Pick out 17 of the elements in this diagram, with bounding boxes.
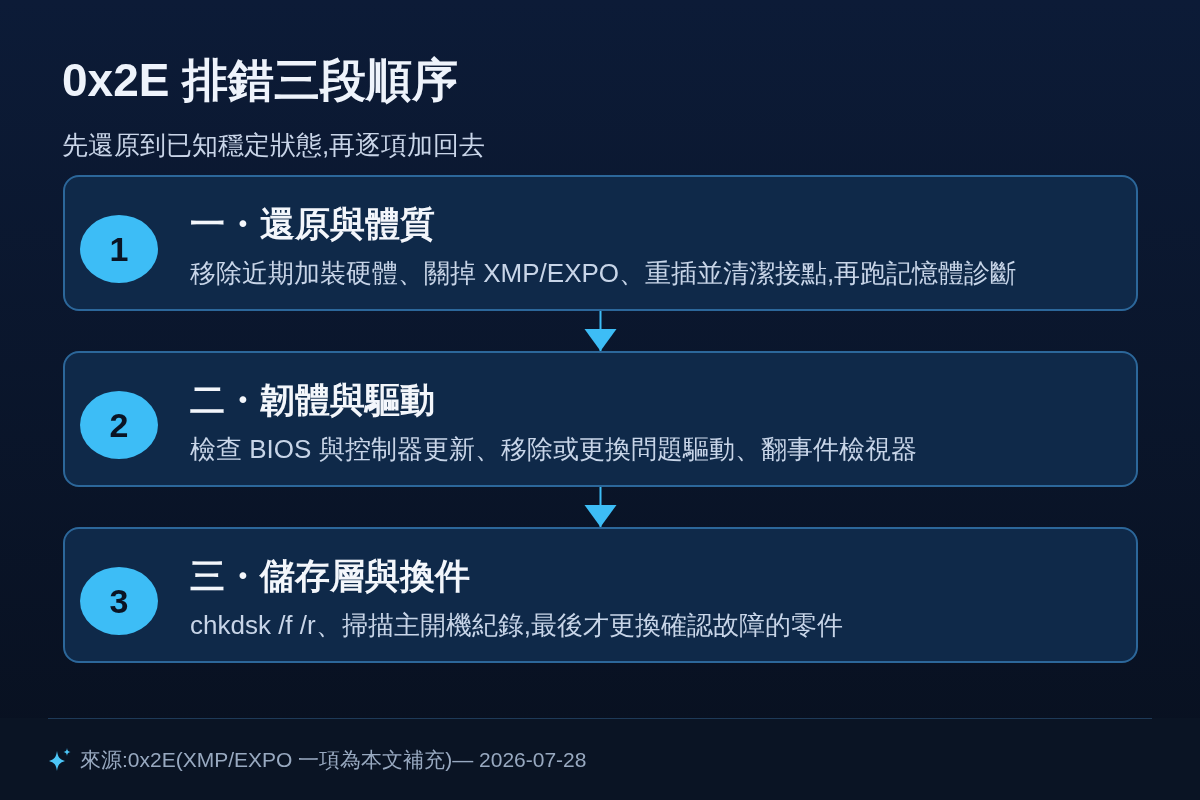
arrow bbox=[584, 310, 617, 352]
step-description: chkdsk /f /r、掃描主開機紀錄,最後才更換確認故障的零件 bbox=[190, 609, 843, 642]
step-card bbox=[63, 351, 1138, 487]
source-note: 來源:0x2E(XMP/EXPO 一項為本文補充)— 2026-07-28 bbox=[80, 747, 587, 773]
step-heading: 二・韌體與驅動 bbox=[190, 379, 435, 421]
number-circle: 1 bbox=[80, 215, 158, 283]
number-circle: 2 bbox=[80, 391, 158, 459]
step-description: 檢查 BIOS 與控制器更新、移除或更換問題驅動、翻事件檢視器 bbox=[190, 433, 917, 466]
title: 0x2E 排錯三段順序 bbox=[62, 53, 459, 108]
number-circle: 3 bbox=[80, 567, 158, 635]
step-card bbox=[63, 175, 1138, 311]
step-heading: 一・還原與體質 bbox=[190, 203, 435, 245]
step-card bbox=[63, 527, 1138, 663]
step-description: 移除近期加裝硬體、關掉 XMP/EXPO、重插並清潔接點,再跑記憶體診斷 bbox=[190, 257, 1017, 290]
arrow bbox=[584, 486, 617, 528]
step-heading: 三・儲存層與換件 bbox=[190, 555, 470, 597]
subtitle: 先還原到已知穩定狀態,再逐項加回去 bbox=[62, 129, 486, 162]
